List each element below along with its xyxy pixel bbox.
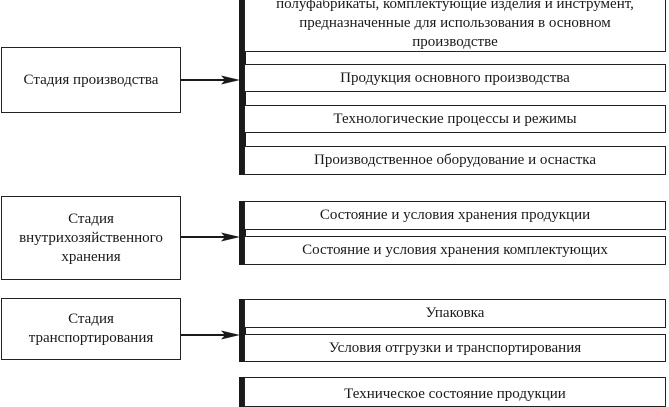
connector-bar-transport [239,299,246,362]
storage-item-products: Состояние и условия хранения продукции [244,201,666,230]
transport-item-shipping: Условия отгрузки и транспортирования [244,334,666,362]
production-item-products: Продукция основного производства [244,64,666,92]
arrow-production [181,74,241,86]
connector-bar-storage [239,201,246,265]
arrow-storage [181,231,241,243]
stage-transport-label: Стадия транспортирования [28,311,154,346]
transport-item-packaging: Упаковка [244,299,666,328]
connector-bar-operation [239,377,246,407]
stage-storage-box: Стадия внутрихозяйственного хранения [1,196,181,280]
arrow-right-icon [181,330,240,340]
connector-bar-production [239,0,246,175]
arrow-right-icon [181,75,240,85]
arrow-transport [181,329,241,341]
stage-production-box: Стадия производства [1,47,181,113]
production-item-equipment: Производственное оборудование и оснастка [244,146,666,175]
production-item-processes: Технологические процессы и режимы [244,105,666,133]
stage-production-label: Стадия производства [23,71,159,88]
stage-storage-label: Стадия внутрихозяйственного хранения [19,210,163,265]
production-item-materials: полуфабрикаты, комплектующие изделия и и… [244,0,666,52]
arrow-right-icon [181,232,240,242]
stage-transport-box: Стадия транспортирования [1,298,181,360]
storage-item-components: Состояние и условия хранения комплектующ… [244,236,666,265]
operation-item-technical-state: Техническое состояние продукции [244,377,666,407]
